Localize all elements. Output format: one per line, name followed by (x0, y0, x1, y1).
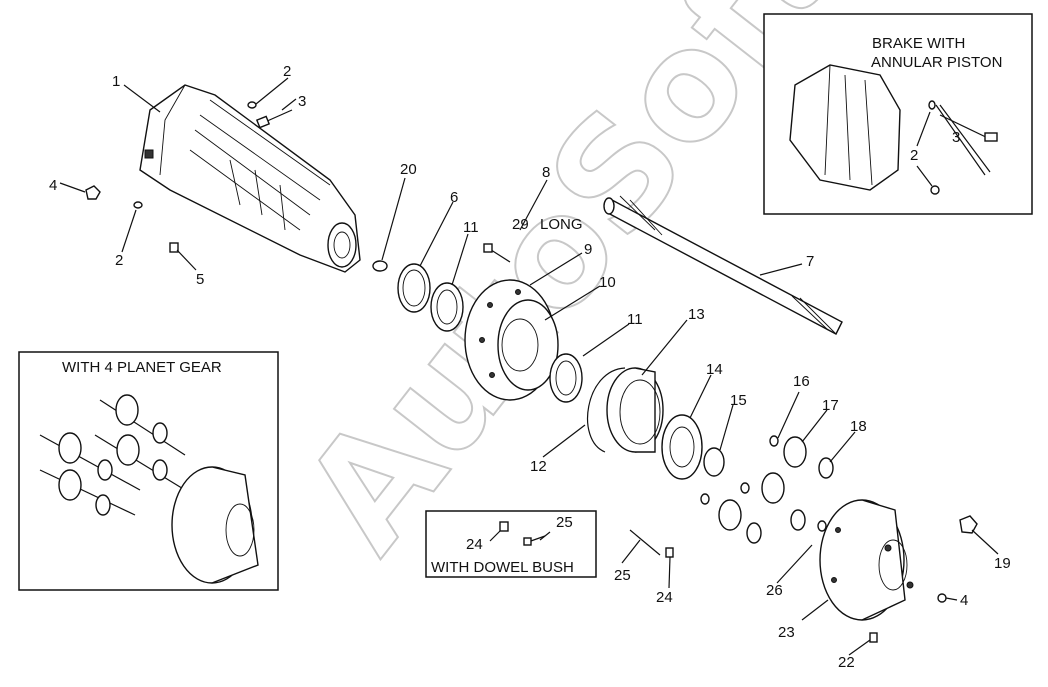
washer-2b (133, 201, 143, 209)
callout-4: 4 (49, 177, 57, 194)
callout-11: 11 (627, 311, 643, 328)
stud-29 (483, 243, 511, 263)
bush-24 (665, 547, 674, 558)
planet-gear-17 (718, 436, 807, 531)
callout-4: 4 (960, 592, 968, 609)
callout-20: 20 (400, 161, 417, 178)
axle-housing (139, 84, 361, 273)
callout-18: 18 (850, 418, 867, 435)
callout-24: 24 (466, 536, 483, 553)
bearing-11b (549, 353, 583, 403)
ring-gear-13 (606, 367, 664, 453)
callout-10: 10 (599, 274, 616, 291)
callout-22: 22 (838, 654, 855, 671)
callout-6: 6 (450, 189, 458, 206)
callout-25: 25 (556, 514, 573, 531)
inset-brake-title-line2: ANNULAR PISTON (871, 54, 1002, 71)
callout-16: 16 (793, 373, 810, 390)
nut-4 (85, 185, 101, 200)
callout-24: 24 (656, 589, 673, 606)
callout-1: 1 (112, 73, 120, 90)
thrust-washer-15 (703, 447, 725, 477)
callout-12: 12 (530, 458, 547, 475)
callout-17: 17 (822, 397, 839, 414)
callout-26: 26 (766, 582, 783, 599)
callout-8: 8 (542, 164, 550, 181)
plug-5 (169, 242, 179, 253)
callout-labels: 1 2 3 4 2 5 20 6 11 8 29 LONG 9 10 11 7 … (49, 63, 1011, 671)
inset-brake-title-line1: BRAKE WITH (872, 35, 965, 52)
leader-lines (59, 77, 999, 656)
bearing-11a (430, 282, 464, 332)
seal-20 (372, 260, 388, 272)
nut-19 (959, 515, 978, 534)
bolt-3 (255, 109, 293, 129)
bolt-4b (937, 593, 947, 603)
callout-11: 11 (463, 219, 479, 236)
callout-15: 15 (730, 392, 747, 409)
needle-bearing-18 (746, 457, 834, 544)
planet-carrier-23 (819, 499, 914, 621)
inset-planet-title: WITH 4 PLANET GEAR (62, 359, 222, 376)
screw-22 (869, 632, 878, 643)
callout-19: 19 (994, 555, 1011, 572)
wheel-hub (464, 279, 559, 401)
callout-3: 3 (298, 93, 306, 110)
callout-2: 2 (283, 63, 291, 80)
inset-dowel-title: WITH DOWEL BUSH (431, 559, 574, 576)
callout-25: 25 (614, 567, 631, 584)
inset-4-planet-gear: WITH 4 PLANET GEAR (18, 351, 279, 591)
callout-29: 29 (512, 216, 529, 233)
callout-23: 23 (778, 624, 795, 641)
callout-13: 13 (688, 306, 705, 323)
callout-3: 3 (952, 129, 960, 146)
long-note: LONG (540, 216, 583, 233)
pin-25 (629, 529, 661, 556)
axle-shaft-7 (603, 195, 843, 335)
carrier-plate-14 (661, 414, 703, 480)
snap-ring-12 (587, 367, 626, 453)
callout-2: 2 (910, 147, 918, 164)
callout-9: 9 (584, 241, 592, 258)
callout-14: 14 (706, 361, 723, 378)
washer-2 (247, 101, 257, 109)
inset-dowel-bush: WITH DOWEL BUSH 25 24 (425, 510, 597, 578)
callout-7: 7 (806, 253, 814, 270)
snap-ring-16 (700, 435, 827, 532)
callout-2: 2 (115, 252, 123, 269)
inset-brake: BRAKE WITH ANNULAR PISTON 3 2 (763, 13, 1033, 215)
callout-5: 5 (196, 271, 204, 288)
